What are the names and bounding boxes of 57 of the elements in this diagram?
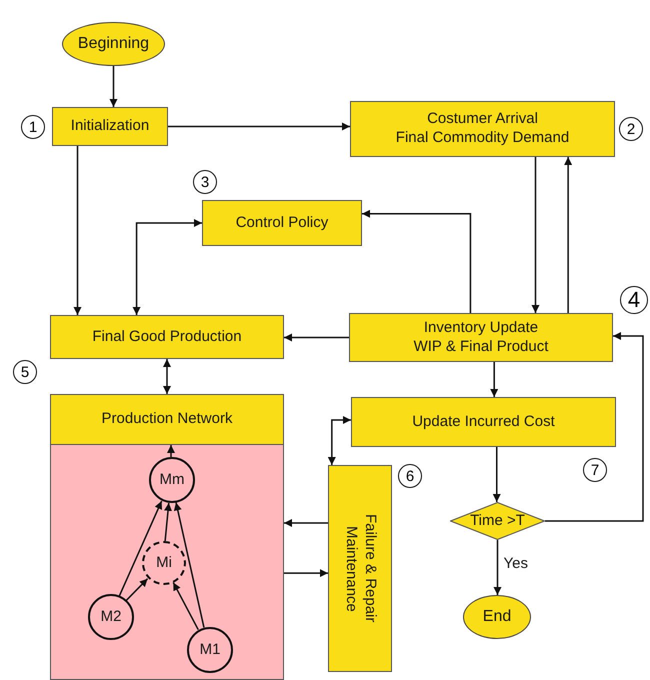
node-label: Final Good Production — [92, 328, 242, 346]
arrow — [167, 445, 175, 457]
node-label: WIP & Final Product — [414, 338, 548, 356]
edge-label: Yes — [502, 556, 530, 570]
arrow — [284, 334, 349, 342]
process-box — [349, 313, 613, 362]
arrow — [284, 569, 328, 578]
node-label: Failure & Repair Maintenance — [342, 513, 379, 625]
process-box — [50, 394, 284, 445]
node-label: M2 — [100, 608, 122, 626]
step-number: 7 — [583, 458, 607, 482]
arrow — [168, 122, 350, 130]
node-label: Inventory Update — [424, 318, 538, 338]
node-label: End — [482, 607, 512, 627]
process-box — [328, 465, 392, 672]
decision-diamond — [450, 502, 545, 540]
node-label: Production Network — [102, 410, 232, 429]
node-label: Beginning — [78, 34, 150, 54]
arrow — [164, 502, 172, 542]
arrow — [118, 500, 162, 596]
step-number: 3 — [193, 170, 217, 194]
arrow — [532, 157, 540, 313]
process-box — [350, 101, 615, 157]
process-box — [351, 397, 616, 447]
node-label: Control Policy — [236, 214, 328, 232]
arrow — [490, 362, 498, 397]
node-label: Initialization — [70, 117, 150, 136]
arrow — [492, 447, 501, 502]
network-area — [50, 445, 284, 680]
arrow — [328, 416, 351, 465]
arrow — [126, 578, 148, 602]
node-label: Final Commodity Demand — [396, 129, 570, 148]
arrow — [163, 359, 171, 394]
arrow — [545, 332, 644, 522]
node-label: Mi — [156, 554, 172, 572]
step-number: 1 — [21, 115, 45, 139]
arrow — [284, 518, 328, 527]
step-number: 4 — [620, 286, 648, 314]
arrow — [132, 219, 202, 315]
process-box — [52, 107, 168, 146]
node-label: Time >T — [470, 512, 525, 530]
process-box — [202, 200, 362, 246]
arrow — [172, 582, 199, 630]
process-box — [50, 315, 284, 359]
step-number: 6 — [398, 464, 422, 488]
arrow — [494, 540, 502, 595]
node-label: M1 — [200, 640, 220, 660]
step-number: 2 — [619, 117, 643, 141]
arrow — [174, 502, 205, 628]
node-label: Mm — [160, 470, 184, 490]
node-label: Costumer Arrival — [427, 110, 538, 129]
arrow — [110, 66, 118, 107]
arrow — [362, 210, 472, 313]
arrow — [564, 157, 572, 313]
node-label: Update Incurred Cost — [412, 412, 555, 432]
step-number: 5 — [13, 360, 37, 384]
arrow — [74, 146, 82, 315]
